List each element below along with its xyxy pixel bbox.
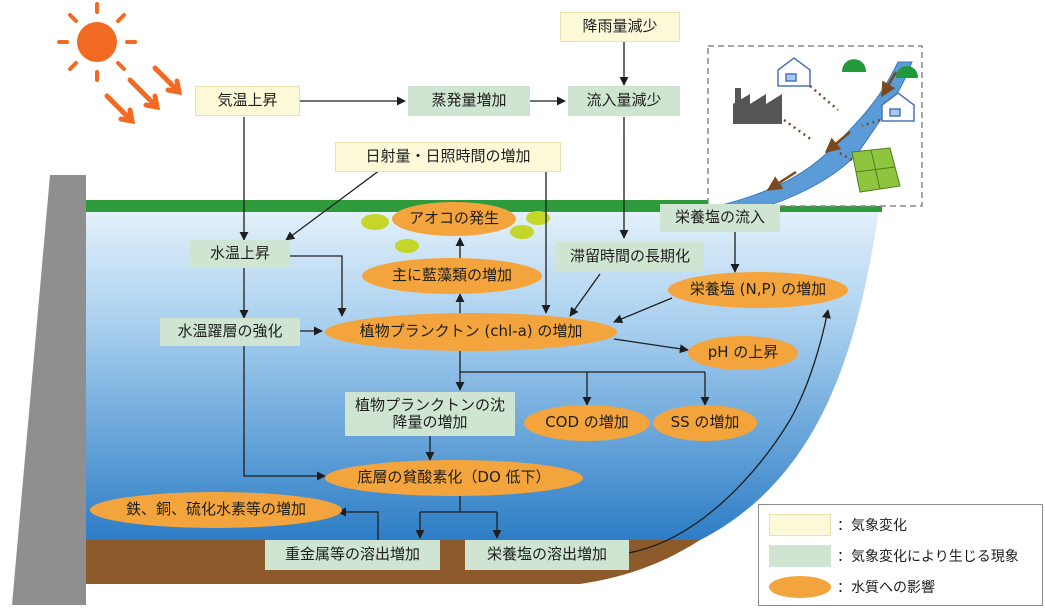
node-cyanobacteria-increase: 主に藍藻類の増加 [362,258,542,294]
node-label: 栄養塩の溶出増加 [486,545,607,564]
node-aoko-bloom: アオコの発生 [392,202,516,236]
node-label: 鉄、銅、硫化水素等の増加 [125,500,306,519]
node-label: 日射量・日照時間の増加 [365,147,531,166]
node-label: 滞留時間の長期化 [569,247,690,266]
legend-swatch-water-quality [769,576,831,598]
node-phytoplankton-increase: 植物プランクトン (chl-a) の増加 [325,313,617,351]
node-label: SS の増加 [670,413,740,432]
node-label: 主に藍藻類の増加 [391,266,512,285]
node-label: 底層の貧酸素化（DO 低下） [357,468,551,487]
house-icon [777,57,915,122]
farm-field-icon [851,147,901,193]
node-bottom-hypoxia: 底層の貧酸素化（DO 低下） [325,460,583,496]
node-nutrient-inflow: 栄養塩の流入 [660,204,780,232]
node-nutrient-release: 栄養塩の溶出増加 [465,540,629,570]
node-phytoplankton-sedimentation: 植物プランクトンの沈降量の増加 [345,392,515,436]
node-label: 栄養塩 (N,P) の増加 [689,280,827,299]
node-label: COD の増加 [545,413,629,432]
node-label: 降雨量減少 [582,17,658,36]
node-label: pH の上昇 [707,343,779,362]
node-evaporation-increase: 蒸発量増加 [408,86,530,116]
node-label: 気温上昇 [217,91,278,110]
node-ss-increase: SS の増加 [653,405,757,441]
node-label: 水温躍層の強化 [177,322,283,341]
legend-label-water-quality: ：水質への影響 [837,580,935,596]
node-temperature-rise: 気温上昇 [195,86,300,116]
node-ph-rise: pH の上昇 [688,336,798,370]
legend-label-phenomenon: ：気象変化により生じる現象 [837,549,1019,565]
node-water-temperature-rise: 水温上昇 [190,240,290,268]
sun-icon [57,2,137,82]
node-heavy-metal-release: 重金属等の溶出増加 [265,540,440,570]
node-label: 流入量減少 [586,91,662,110]
node-nutrient-increase: 栄養塩 (N,P) の増加 [668,272,848,308]
node-thermocline-strengthening: 水温躍層の強化 [160,318,300,346]
node-inflow-decrease: 流入量減少 [568,86,680,116]
legend-label-climate: ：気象変化 [837,518,907,534]
node-label: アオコの発生 [408,209,499,228]
legend: ：気象変化 ：気象変化により生じる現象 ：水質への影響 [758,504,1043,606]
heat-arrow-icon [104,65,183,125]
dam-wall [12,175,86,605]
node-cod-increase: COD の増加 [524,405,650,441]
node-label: 植物プランクトン (chl-a) の増加 [359,322,583,341]
algae-blob-icon [361,211,550,253]
node-label: 植物プランクトンの沈降量の増加 [354,395,505,431]
legend-swatch-climate [769,514,831,536]
legend-swatch-phenomenon [769,545,831,567]
node-label: 栄養塩の流入 [674,208,765,227]
factory-icon [733,88,782,124]
node-label: 水温上昇 [209,244,270,263]
node-metals-increase: 鉄、銅、硫化水素等の増加 [90,492,342,528]
mountain-icon [842,59,918,78]
node-rainfall-decrease: 降雨量減少 [560,12,680,42]
node-label: 重金属等の溶出増加 [284,545,420,564]
node-residence-time-extension: 滞留時間の長期化 [556,242,704,272]
node-solar-radiation-increase: 日射量・日照時間の増加 [335,142,561,172]
node-label: 蒸発量増加 [431,91,507,110]
